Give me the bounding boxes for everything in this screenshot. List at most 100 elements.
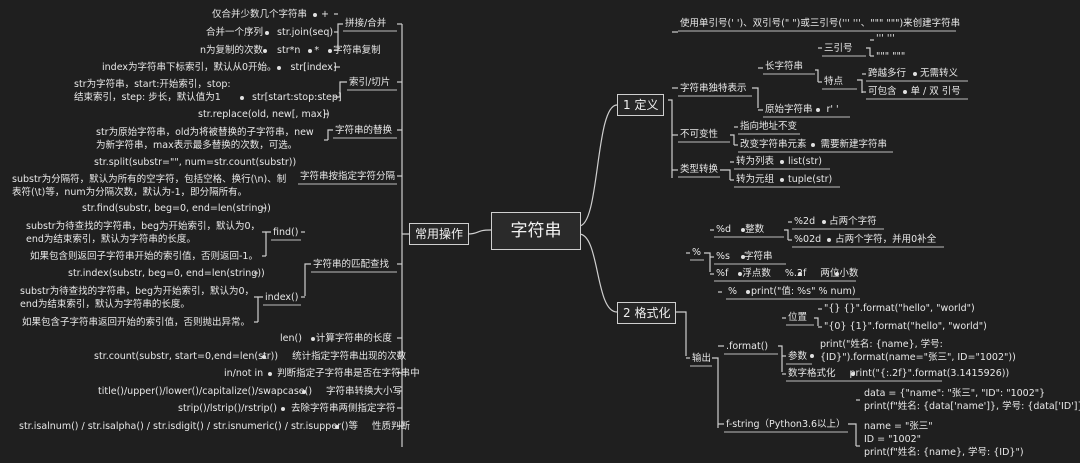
fmt-pct-example: %print("值: %s" % num) [728,286,856,297]
ops-concat-few: 仅合并少数几个字符串+ [212,9,329,20]
ops-replace-fn: str.replace(old, new[, max]) [198,109,330,120]
ops-index-desc: index为字符串下标索引，默认从0开始。str[index] [102,62,337,73]
def-tq-b: """ """ [876,51,906,62]
fmt-format-method: .format() [726,341,769,352]
bullet-dot [277,66,281,70]
def-immutable: 不可变性 [680,129,719,140]
bullet-dot [335,425,339,429]
fmt-output: 输出 [692,353,712,364]
bullet-dot [240,96,244,100]
ops-is: str.isalnum() / str.isalpha() / str.isdi… [19,421,411,432]
fmt-params-example: print("姓名: {name}, 学号: {ID}").format(nam… [810,338,1037,364]
bullet-dot [746,290,750,294]
def-triple-quote: 三引号 [824,43,853,54]
def-long-str: 长字符串 [765,61,804,72]
bullet-dot [810,354,814,358]
fmt-fstring: f-string（Python3.6以上） [726,419,846,430]
def-create: 使用单引号(' ')、双引号(" ")或三引号(''' '''、""" """)… [680,18,961,29]
branch-definition[interactable]: 1 定义 [617,94,665,116]
ops-count: str.count(substr, start=0,end=len(str))统… [94,351,407,362]
bullet-dot [265,31,269,35]
def-convert: 类型转换 [680,164,719,175]
ops-concat: 拼接/合并 [345,18,387,29]
ops-find-desc: substr为待查找的字符串，beg为开始索引，默认为0，end为结束索引，默认… [26,221,261,245]
fmt-fs-ex1a: data = {"name": "张三", "ID": "1002"} [864,388,1046,399]
ops-idx-fn: str.index(substr, beg=0, end=len(string)… [68,268,265,279]
bullet-dot [798,272,802,276]
bullet-dot [827,238,831,242]
bullet-dot [741,255,745,259]
ops-find: find() [273,227,299,238]
def-multiline: 跨越多行无需转义 [868,68,959,79]
bullet-dot [281,407,285,411]
root-node[interactable]: 字符串 [491,212,581,250]
fmt-position: 位置 [788,312,808,323]
bullet-dot [816,108,820,112]
bullet-dot [262,355,266,359]
ops-idx-desc: substr为待查找的字符串，beg为开始索引，默认为0，end为结束索引，默认… [20,286,255,310]
def-change-elem: 改变字符串元素需要新建字符串 [740,139,888,150]
ops-find-match: 字符串的匹配查找 [313,259,390,270]
ops-replace: 字符串的替换 [335,125,393,136]
ops-idx-ret: 如果包含子字符串返回开始的索引值，否则抛出异常。 [22,317,251,328]
bullet-dot [851,372,855,376]
fmt-params: 参数 [788,351,808,362]
fmt-percent: % [692,247,702,258]
bullet-dot [738,272,742,276]
fmt-fs-ex2b: ID = "1002" [864,434,922,445]
def-contains: 可包含单 / 双 引号 [868,86,961,97]
ops-slice-fn: str[start:stop:step] [240,91,344,104]
fmt-fs-ex2c: print(f"姓名: {name}, 学号: {ID}") [864,447,1024,458]
ops-len: len()计算字符串的长度 [280,333,392,344]
def-tq-a: ''' ''' [876,33,895,44]
bullet-dot [263,49,267,53]
bullet-dot [822,220,826,224]
def-special: 字符串独特表示 [680,83,747,94]
fmt-fs-ex1b: print(f"姓名: {data['name']}, 学号: {data['I… [864,401,1080,412]
def-addr: 指向地址不变 [740,121,798,132]
fmt-pos-ex2: "{0} {1}".format("hello", "world") [824,321,987,332]
bullet-dot [268,372,272,376]
branch-common-ops[interactable]: 常用操作 [409,223,470,245]
ops-split-fn: str.split(substr="", num=str.count(subst… [94,157,297,168]
bullet-dot [913,72,917,76]
fmt-pos-ex1: "{} {}".format("hello", "world") [824,303,975,314]
bullet-dot [741,228,745,232]
ops-split: 字符串按指定字符分隔 [300,171,396,182]
def-features: 特点 [824,76,844,87]
bullet-dot [302,390,306,394]
bullet-dot [903,90,907,94]
fmt-fs-ex2a: name = "张三" [864,421,933,432]
bullet-dot [328,49,332,53]
ops-index-fn-node: index() [265,292,299,303]
ops-case: title()/upper()/lower()/capitalize()/swa… [98,386,403,397]
bullet-dot [811,143,815,147]
bullet-dot [780,160,784,164]
bullet-dot [308,49,312,53]
ops-find-fn: str.find(substr, beg=0, end=len(string)) [82,203,271,214]
ops-find-ret: 如果包含则返回子字符串开始的索引值，否则返回-1。 [30,251,258,262]
bullet-dot [313,13,317,17]
ops-replace-desc: str为原始字符串，old为将被替换的子字符串，new为新字符串，max表示最多… [96,127,314,151]
bullet-dot [311,337,315,341]
ops-slice-desc: str为字符串，start:开始索引，stop:结束索引，step: 步长，默认… [74,79,231,103]
ops-split-desc: substr为分隔符，默认为所有的空字符，包括空格、换行(\n)、制表符(\t)… [12,174,287,198]
branch-format[interactable]: 2 格式化 [617,302,677,324]
ops-index: 索引/切片 [349,77,391,88]
bullet-dot [780,178,784,182]
bullet-dot [835,272,839,276]
ops-strip: strip()/lstrip()/rstrip()去除字符串两侧指定字符 [178,403,396,414]
